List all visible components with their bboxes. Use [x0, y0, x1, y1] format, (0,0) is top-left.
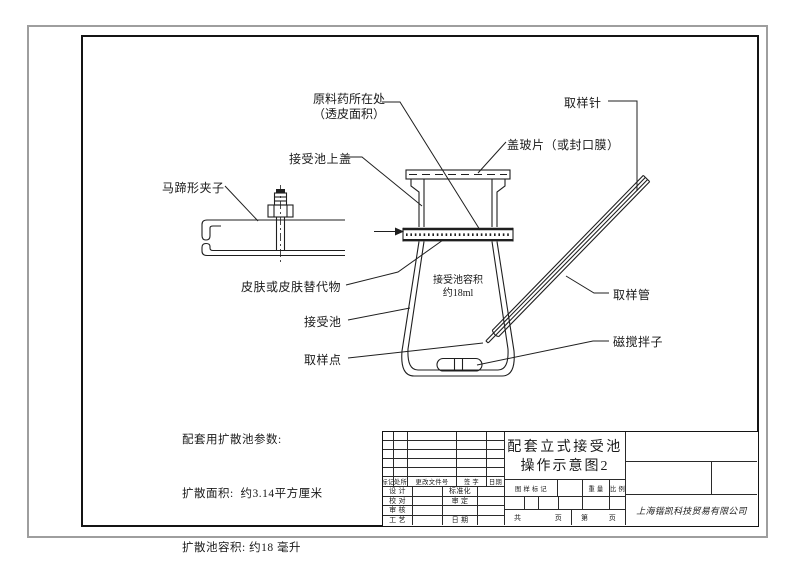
sign-standardization: 标准化 — [443, 487, 478, 497]
label-coverslip: 盖玻片（或封口膜） — [507, 138, 620, 152]
label-sampling-point: 取样点 — [304, 353, 342, 367]
pages-row: 共 页 第 页 — [505, 510, 626, 525]
rev-header-date: 日期 — [487, 477, 505, 487]
label-sampling-needle: 取样针 — [564, 96, 602, 110]
pages-number-cell: 第 页 — [572, 510, 626, 525]
label-horseshoe-clamp: 马蹄形夹子 — [162, 181, 225, 195]
rev-header-doc-no: 更改文件号 — [408, 477, 457, 487]
label-receptor-lid: 接受池上盖 — [289, 152, 352, 166]
revision-table: 标记 处所 更改文件号 签 字 日期 — [383, 432, 505, 487]
parameters-line3: 扩散池容积: 约18 毫升 — [182, 542, 301, 554]
signature-table: 设 计 标准化 校 对 审 定 审 核 工 艺 日 期 — [383, 487, 505, 525]
pages-total-label: 共 — [514, 513, 522, 522]
drawing-title-line1: 配套立式接受池 — [507, 440, 623, 455]
drawing-title-line2: 操作示意图2 — [520, 459, 610, 474]
receptor-volume-note: 接受池容积 约18ml — [421, 274, 495, 300]
label-skin-substitute: 皮肤或皮肤替代物 — [241, 280, 342, 294]
diffusion-cell-parameters: 配套用扩散池参数: 扩散面积: 约3.14平方厘米 扩散池容积: 约18 毫升 — [182, 395, 323, 565]
rev-header-location: 处所 — [394, 477, 408, 487]
title-block-middle-right-box — [626, 462, 757, 495]
sheet-outer-border — [27, 25, 768, 538]
middle-right-box-divider — [626, 462, 712, 494]
parameters-line2: 扩散面积: 约3.14平方厘米 — [182, 488, 323, 500]
label-receptor-cell: 接受池 — [304, 315, 342, 329]
volume-note-line1: 接受池容积 — [433, 275, 483, 286]
rev-header-signature: 签 字 — [457, 477, 487, 487]
sign-date: 日 期 — [443, 515, 478, 525]
insert-direction-arrow — [374, 227, 404, 236]
label-stir-bar: 磁搅拌子 — [613, 335, 664, 349]
pages-total-unit: 页 — [554, 513, 562, 522]
pages-total-cell: 共 页 — [505, 510, 572, 525]
leader-lines — [224, 100, 638, 366]
parameters-line1: 配套用扩散池参数: — [182, 434, 282, 446]
info-scale: 比 例 — [610, 480, 626, 497]
title-block-upper-right-box — [626, 432, 757, 462]
title-block: 标记 处所 更改文件号 签 字 日期 设 计 标准化 校 对 审 定 审 核 工… — [382, 431, 759, 527]
drawing-title-box: 配套立式接受池 操作示意图2 — [505, 432, 626, 480]
label-material-line2: （透皮面积） — [312, 107, 385, 121]
info-sub-cells — [505, 497, 626, 510]
pages-number-label: 第 — [581, 513, 589, 522]
label-material-location: 原料药所在处 （透皮面积） — [297, 92, 401, 122]
sign-check: 校 对 — [383, 496, 413, 506]
drawing-info-row: 图 样 标 记 重 量 比 例 — [505, 480, 626, 497]
magnetic-stir-bar — [436, 357, 483, 372]
info-drawing-mark: 图 样 标 记 — [505, 480, 558, 497]
volume-note-line2: 约18ml — [442, 288, 474, 299]
label-material-line1: 原料药所在处 — [312, 92, 385, 106]
horseshoe-clamp — [201, 185, 345, 263]
sampling-tube-and-needle — [485, 175, 651, 344]
sign-process: 工 艺 — [383, 515, 413, 525]
company-name: 上海锴凯科技贸易有限公司 — [636, 505, 747, 516]
label-sampling-tube: 取样管 — [613, 288, 651, 302]
sign-design: 设 计 — [383, 487, 413, 497]
rev-header-mark: 标记 — [383, 477, 394, 487]
receptor-cell-body — [401, 169, 515, 377]
sign-review: 审 核 — [383, 506, 413, 516]
pages-number-unit: 页 — [608, 513, 616, 522]
sign-approve: 审 定 — [443, 496, 478, 506]
info-weight: 重 量 — [583, 480, 610, 497]
